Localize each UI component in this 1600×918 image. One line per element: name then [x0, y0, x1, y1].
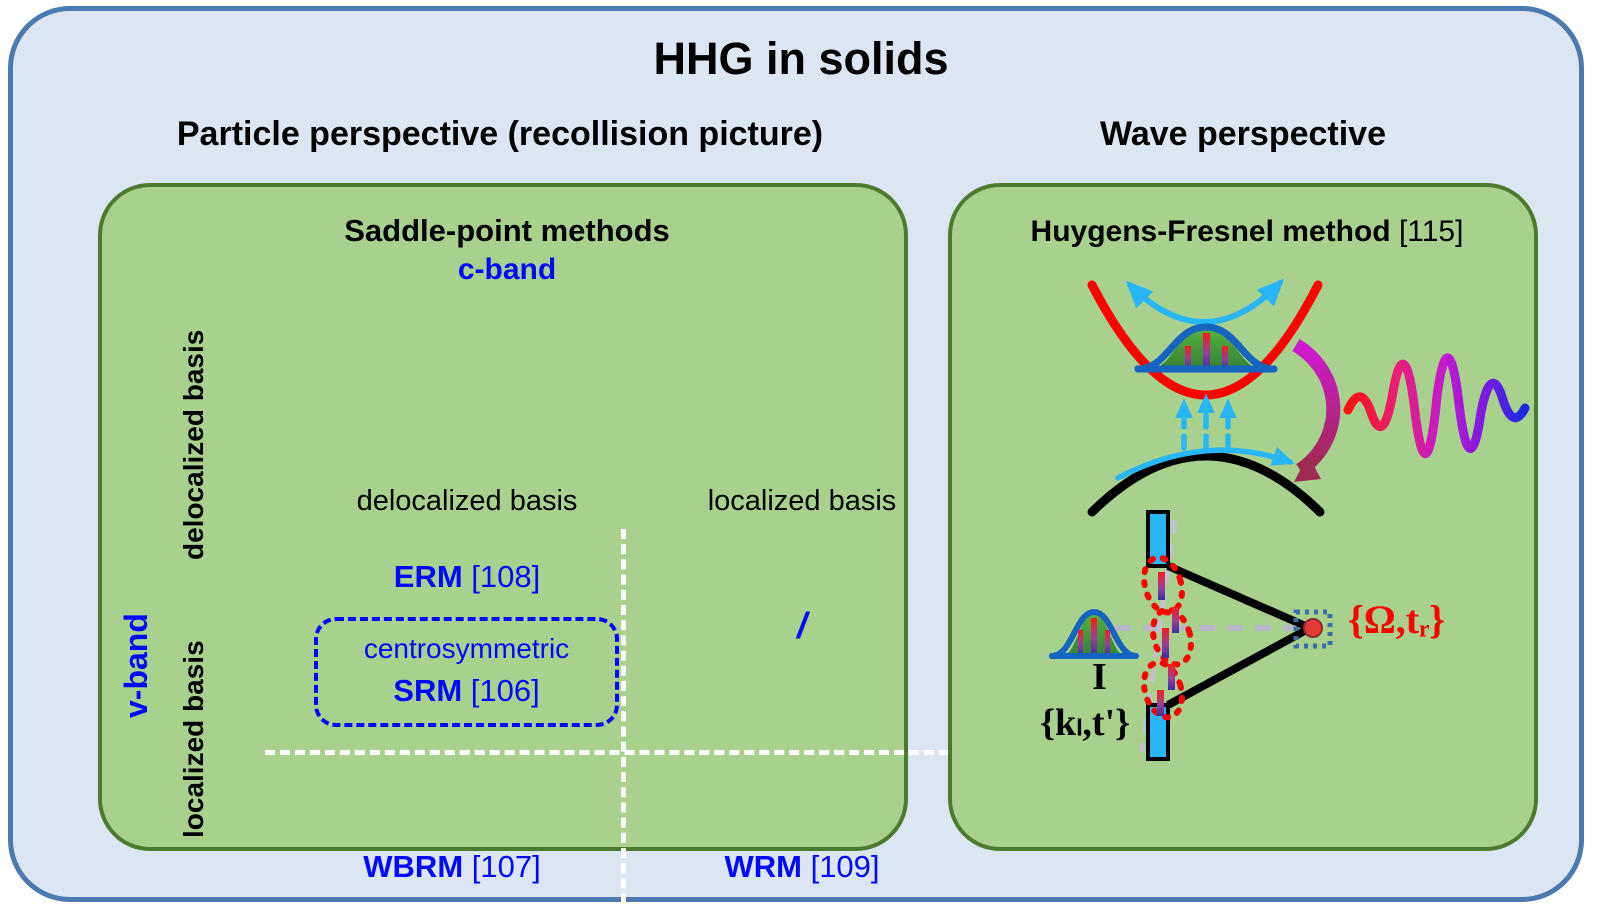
cell-srm-method: SRM	[393, 673, 463, 708]
column-header-delocalized: delocalized basis	[356, 485, 578, 517]
c-band-label: c-band	[457, 253, 557, 286]
huygens-fresnel-title: Huygens-Fresnel method [115]	[952, 215, 1542, 249]
cell-erm: ERM [108]	[307, 559, 627, 595]
cell-wrm-reference: [109]	[810, 849, 880, 884]
conduction-dispersion-arrow	[1125, 278, 1285, 325]
cell-empty-slash: /	[796, 605, 807, 646]
recollision-trajectory-helix	[1141, 554, 1194, 721]
detection-point-marker	[1293, 609, 1333, 649]
initial-state-label: I	[1092, 656, 1107, 698]
cell-wrm: WRM [109]	[657, 849, 947, 885]
cell-wbrm-method: WBRM	[363, 849, 464, 884]
valence-band-curve	[1087, 451, 1325, 517]
electron-wavepacket-lower	[1049, 608, 1139, 659]
recollision-point	[1303, 618, 1323, 638]
centrosymmetric-srm-box: centrosymmetric SRM [106]	[314, 617, 619, 727]
quadrant-vertical-divider	[621, 529, 626, 918]
saddle-point-methods-title: Saddle-point methods	[344, 213, 670, 248]
field-interaction-arrow	[1292, 339, 1341, 476]
cell-srm-reference: [106]	[470, 673, 540, 708]
cell-srm: SRM [106]	[318, 673, 615, 709]
cell-wbrm: WBRM [107]	[287, 849, 617, 885]
cell-wbrm-reference: [107]	[471, 849, 541, 884]
excitation-arrows	[1175, 393, 1237, 451]
column-header-localized: localized basis	[707, 485, 897, 517]
ray-upper	[1166, 562, 1312, 632]
slit-upper	[1146, 510, 1170, 568]
huygens-fresnel-reference: [115]	[1398, 215, 1464, 248]
left-panel-card: Saddle-point methods c-band delocalized …	[98, 183, 949, 918]
initial-momentum-time-label: {kₗ,t'}	[1040, 702, 1131, 744]
helix-spikes	[1157, 572, 1179, 716]
field-interaction-arrowhead	[1294, 455, 1321, 482]
electron-wavepacket-upper	[1134, 323, 1278, 373]
ray-lower	[1166, 624, 1312, 709]
left-panel-subtitle: Particle perspective (recollision pictur…	[176, 115, 824, 153]
valence-dispersion-arrow	[1115, 446, 1295, 481]
huygens-fresnel-title-text: Huygens-Fresnel method	[1030, 215, 1391, 248]
cell-wrm-method: WRM	[724, 849, 802, 884]
cell-erm-reference: [108]	[471, 559, 541, 594]
page-title: HHG in solids	[653, 33, 949, 84]
cell-erm-method: ERM	[393, 559, 463, 594]
chirped-laser-pulse	[1343, 353, 1530, 458]
recollision-label: {Ω,tᵣ}	[1348, 597, 1446, 642]
centrosymmetric-label: centrosymmetric	[363, 633, 570, 664]
quadrant-horizontal-divider	[265, 750, 949, 755]
right-panel-subtitle: Wave perspective	[1100, 115, 1386, 153]
